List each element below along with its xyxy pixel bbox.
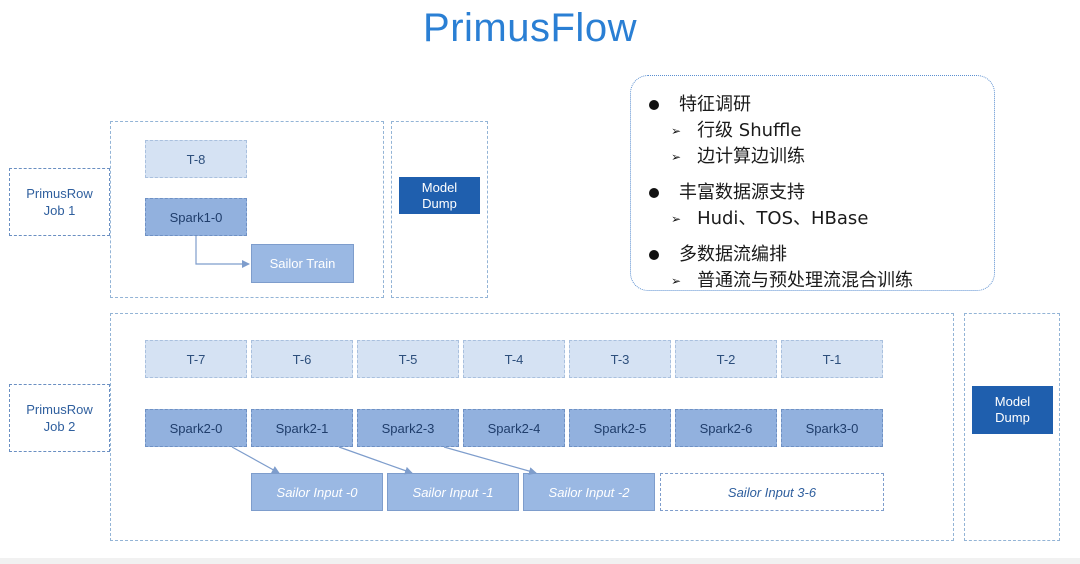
- feature-sub-item: ➢ 普通流与预处理流混合训练: [649, 268, 994, 294]
- spark-box: Spark1-0: [145, 198, 247, 236]
- job1-model-dump: Model Dump: [399, 177, 480, 214]
- feature-sub-item: ➢ 行级 Shuffle: [649, 118, 994, 144]
- t-box: T-6: [251, 340, 353, 378]
- spark-box: Spark2-6: [675, 409, 777, 447]
- diagram-title: PrimusFlow: [423, 6, 637, 50]
- job2-label-line2: Job 2: [43, 419, 76, 434]
- feature-sub-label: 普通流与预处理流混合训练: [697, 270, 914, 291]
- model-dump-line1: Model: [421, 179, 458, 195]
- job1-pipeline-container: [110, 121, 384, 298]
- spark-box: Spark2-5: [569, 409, 671, 447]
- job2-model-dump: Model Dump: [972, 386, 1053, 434]
- arrowhead-icon: ➢: [671, 150, 682, 164]
- sailor-input-rest-box: Sailor Input 3-6: [660, 473, 884, 511]
- features-panel: 特征调研 ➢ 行级 Shuffle ➢ 边计算边训练 丰富数据源支持 ➢ Hud…: [630, 75, 995, 291]
- t-box: T-8: [145, 140, 247, 178]
- spark-box: Spark2-1: [251, 409, 353, 447]
- feature-sub-label: Hudi、TOS、HBase: [697, 208, 869, 229]
- footer-strip: [0, 558, 1080, 564]
- t-box: T-1: [781, 340, 883, 378]
- bullet-icon: [649, 188, 659, 198]
- feature-sub-item: ➢ 边计算边训练: [649, 144, 994, 170]
- bullet-icon: [649, 100, 659, 110]
- job2-pipeline-container: [110, 313, 954, 541]
- model-dump-line2: Dump: [422, 195, 457, 211]
- sailor-train-box: Sailor Train: [251, 244, 354, 283]
- t-box: T-7: [145, 340, 247, 378]
- feature-sub-label: 边计算边训练: [697, 146, 806, 167]
- feature-sub-label: 行级 Shuffle: [697, 120, 802, 141]
- arrowhead-icon: ➢: [671, 124, 682, 138]
- model-dump-line1: Model: [994, 394, 1031, 409]
- t-box: T-2: [675, 340, 777, 378]
- job2-model-container: [964, 313, 1060, 541]
- feature-label: 丰富数据源支持: [679, 182, 805, 203]
- sailor-input-box: Sailor Input -1: [387, 473, 519, 511]
- sailor-input-box: Sailor Input -0: [251, 473, 383, 511]
- feature-item: 特征调研: [649, 92, 994, 118]
- job1-label-line1: PrimusRow: [26, 186, 93, 201]
- arrowhead-icon: ➢: [671, 212, 682, 226]
- t-box: T-3: [569, 340, 671, 378]
- feature-label: 特征调研: [679, 94, 751, 115]
- job2-label: PrimusRow Job 2: [9, 384, 110, 452]
- spark-box: Spark3-0: [781, 409, 883, 447]
- job1-model-container: [391, 121, 488, 298]
- sailor-input-box: Sailor Input -2: [523, 473, 655, 511]
- feature-sub-item: ➢ Hudi、TOS、HBase: [649, 206, 994, 232]
- t-box: T-4: [463, 340, 565, 378]
- job1-label-line2: Job 1: [43, 203, 76, 218]
- job2-label-line1: PrimusRow: [26, 402, 93, 417]
- spark-box: Spark2-3: [357, 409, 459, 447]
- spark-box: Spark2-4: [463, 409, 565, 447]
- model-dump-line2: Dump: [995, 410, 1030, 425]
- feature-item: 多数据流编排: [649, 242, 994, 268]
- spark-box: Spark2-0: [145, 409, 247, 447]
- feature-label: 多数据流编排: [679, 244, 787, 265]
- t-box: T-5: [357, 340, 459, 378]
- arrowhead-icon: ➢: [671, 274, 682, 288]
- job1-label: PrimusRow Job 1: [9, 168, 110, 236]
- feature-item: 丰富数据源支持: [649, 180, 994, 206]
- bullet-icon: [649, 250, 659, 260]
